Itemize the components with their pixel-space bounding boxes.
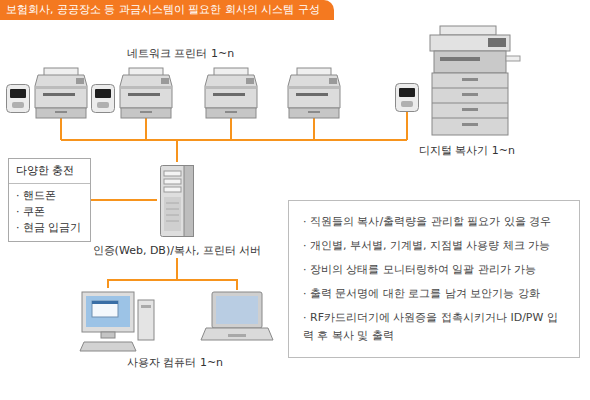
bullet-item: · 현금 입금기	[9, 220, 90, 236]
network-line	[108, 258, 177, 288]
desktop-icon	[92, 301, 118, 317]
copier-icon	[462, 108, 478, 111]
copier-icon	[462, 93, 478, 96]
laptop-icon	[201, 328, 273, 340]
copier-icon	[432, 88, 508, 89]
desktop-icon	[82, 292, 134, 332]
desktop-icon	[86, 296, 130, 327]
laptop-icon	[216, 296, 258, 324]
desktop-icon	[80, 292, 154, 351]
computer-group: 사용자 컴퓨터 1~n	[75, 288, 275, 372]
network-wires	[313, 118, 315, 140]
network-wires	[230, 118, 232, 140]
server-icon	[166, 203, 179, 204]
network-wires	[60, 118, 62, 140]
server-icon	[166, 209, 179, 210]
node-label: 인증(Web, DB)/복사, 프린터 서버	[93, 244, 262, 258]
desktop-icon	[92, 301, 118, 304]
copier-icon	[462, 78, 478, 81]
copier-icon	[432, 73, 508, 135]
card-reader	[396, 84, 419, 112]
bullet-item: · 개인별, 부서별, 기계별, 지점별 사용량 체크 가능	[303, 237, 567, 255]
server-icon	[164, 171, 181, 176]
copier-group: 디지털 복사기 1~n	[383, 22, 523, 162]
copier-icon	[432, 118, 508, 119]
printer-group: 네트워크 프린터 1~n	[5, 40, 350, 140]
printer-icon	[205, 68, 257, 118]
server-icon	[161, 166, 194, 237]
copier-icon	[488, 38, 506, 47]
printer-icon	[120, 68, 172, 118]
copier-icon	[440, 57, 480, 61]
bullet-item: · 출력 문서명에 대한 로그를 남겨 보안기능 강화	[303, 285, 567, 303]
server-icon	[161, 166, 194, 237]
copier-icon	[506, 56, 520, 61]
copier-icon	[432, 103, 508, 104]
printer-icon	[288, 68, 340, 118]
box-heading: 다양한 충전	[9, 159, 90, 184]
server-icon	[184, 166, 194, 237]
network-wires	[406, 112, 408, 140]
title-band: 보험회사, 공공장소 등 과금시스템이 필요한 회사의 시스템 구성	[0, 0, 334, 20]
network-line	[177, 140, 383, 162]
desktop-icon	[80, 342, 136, 351]
server-icon	[164, 197, 181, 231]
copier-icon	[440, 26, 496, 35]
network-line	[91, 199, 157, 201]
node-label: 네트워크 프린터 1~n	[127, 47, 234, 61]
bullet-item: · 직원들의 복사/출력량을 관리할 필요가 있을 경우	[303, 213, 567, 231]
card-reader	[7, 85, 30, 113]
server-icon	[164, 179, 181, 184]
desktop-icon	[138, 300, 154, 340]
laptop-icon	[228, 334, 246, 337]
node-label: 사용자 컴퓨터 1~n	[127, 356, 223, 370]
laptop-icon	[212, 292, 262, 328]
bullet-item: · 장비의 상태를 모니터링하여 일괄 관리가 가능	[303, 261, 567, 279]
server-icon	[164, 187, 181, 192]
copier-icon	[430, 35, 510, 51]
network-wires	[177, 280, 237, 290]
bullet-item: · 쿠폰	[9, 204, 90, 220]
desktop-icon	[141, 305, 151, 308]
charging-box: 다양한 충전 · 핸드폰· 쿠폰· 현금 입금기	[8, 158, 91, 242]
printer-icon	[35, 68, 87, 118]
copier-icon	[434, 51, 506, 73]
desktop-icon	[101, 332, 115, 338]
copier-icon	[462, 123, 478, 126]
server-icon	[166, 221, 179, 222]
server-group: 인증(Web, DB)/복사, 프린터 서버	[157, 162, 197, 258]
bullet-item: · RF카드리더기에 사원증을 접촉시키거나 ID/PW 입력 후 복사 및 출…	[303, 309, 567, 345]
server-icon	[166, 215, 179, 216]
feature-box: · 직원들의 복사/출력량을 관리할 필요가 있을 경우 · 개인별, 부서별, …	[288, 200, 580, 358]
laptop-icon	[201, 292, 273, 340]
card-reader	[92, 85, 115, 113]
node-label: 디지털 복사기 1~n	[419, 144, 515, 158]
bullet-item: · 핸드폰	[9, 188, 90, 204]
network-wires	[145, 118, 147, 140]
copier-icon	[430, 26, 520, 135]
